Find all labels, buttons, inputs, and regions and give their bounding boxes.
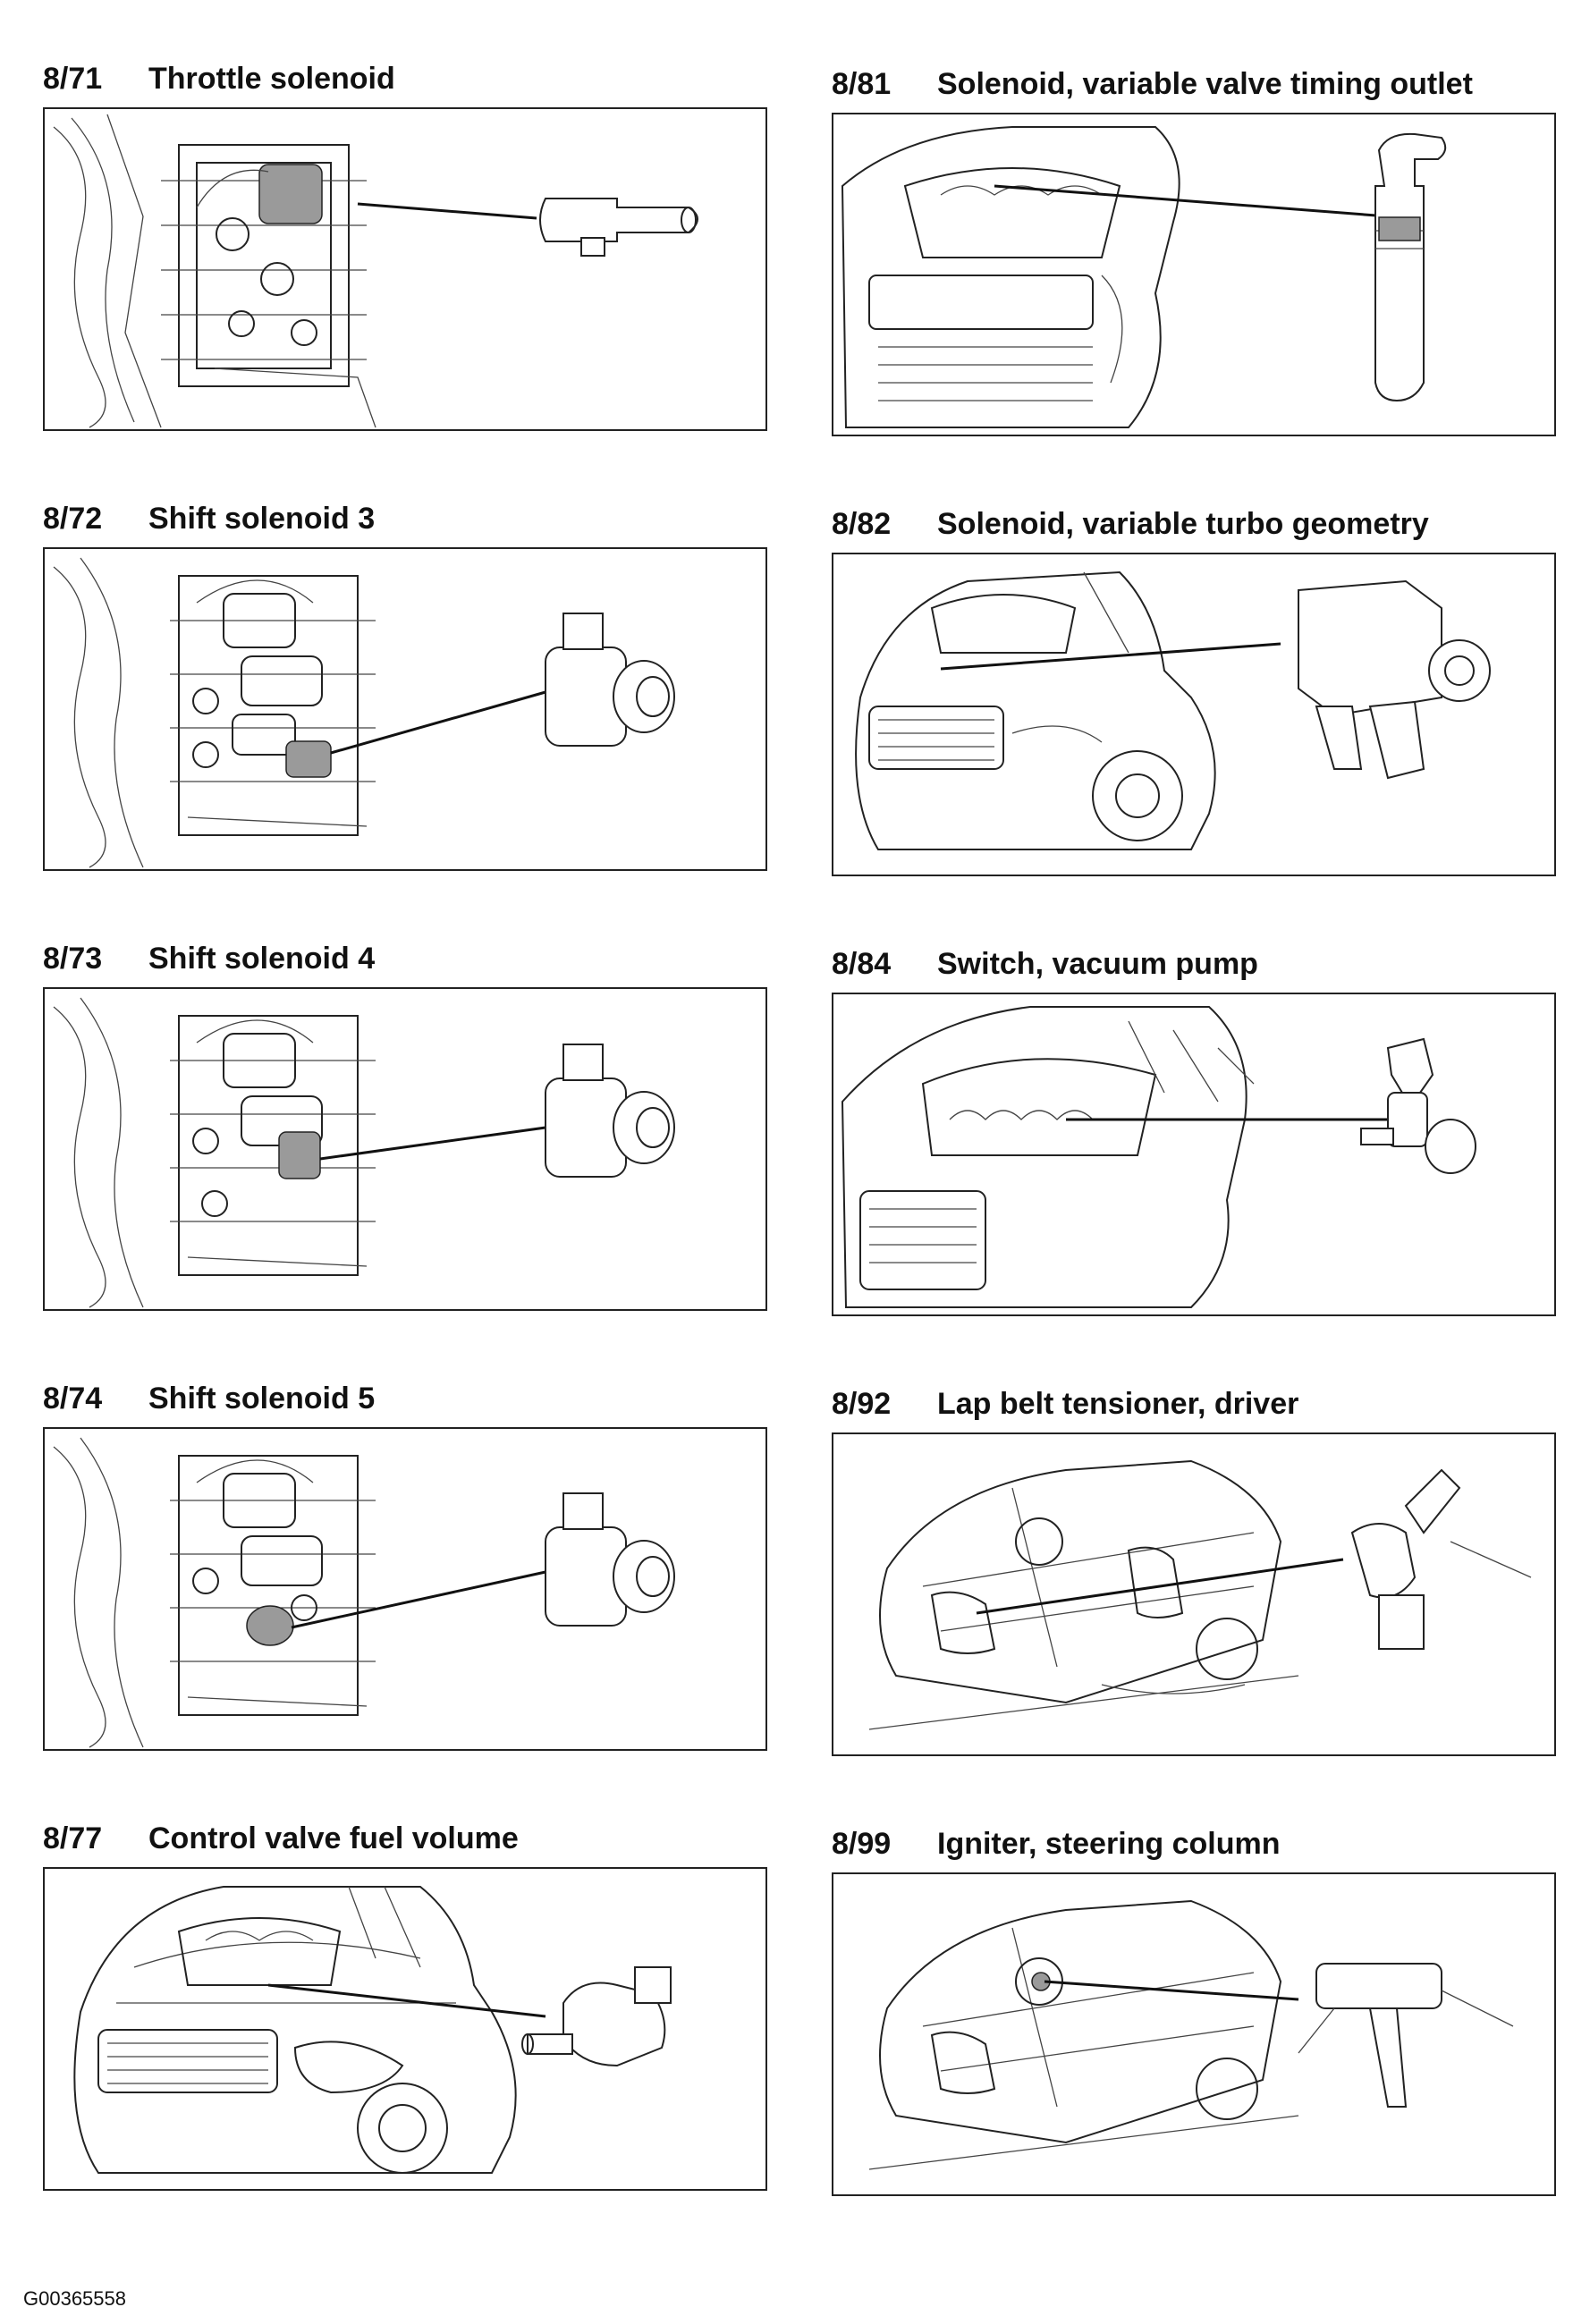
component-illustration (832, 1432, 1556, 1756)
panel-title: 8/82 Solenoid, variable turbo geometry (832, 506, 1429, 542)
panel-title: 8/72 Shift solenoid 3 (43, 501, 375, 537)
panel-code: 8/92 (832, 1387, 892, 1421)
panel-code: 8/77 (43, 1821, 103, 1855)
car-engine-bay-drawing (73, 1886, 672, 2174)
valve-body-drawing (53, 997, 675, 1308)
panel-code: 8/72 (43, 502, 103, 536)
panel-label: Switch, vacuum pump (937, 947, 1258, 981)
panel-code: 8/82 (832, 507, 892, 541)
figure-code: G00365558 (23, 2287, 126, 2310)
valve-body-drawing (53, 1437, 675, 1748)
panel-title: 8/77 Control valve fuel volume (43, 1821, 519, 1856)
panel-title: 8/81 Solenoid, variable valve timing outl… (832, 66, 1473, 102)
panel-label: Throttle solenoid (148, 62, 395, 96)
valve-body-drawing (53, 114, 698, 428)
component-illustration (43, 1867, 767, 2191)
panel-code: 8/99 (832, 1827, 892, 1861)
panel-code: 8/71 (43, 62, 103, 96)
panel-label: Shift solenoid 3 (148, 502, 376, 536)
panel-title: 8/99 Igniter, steering column (832, 1826, 1281, 1862)
panel-code: 8/74 (43, 1382, 103, 1416)
car-interior-drawing (868, 1459, 1532, 1730)
panel-title: 8/71 Throttle solenoid (43, 61, 395, 97)
component-illustration (43, 987, 767, 1311)
valve-body-drawing (53, 557, 675, 868)
car-interior-drawing (868, 1899, 1514, 2170)
component-illustration (832, 1872, 1556, 2196)
component-illustration (43, 107, 767, 431)
panel-title: 8/84 Switch, vacuum pump (832, 946, 1258, 982)
car-engine-bay-drawing (841, 126, 1447, 428)
component-illustration (43, 1427, 767, 1751)
panel-label: Igniter, steering column (937, 1827, 1281, 1861)
panel-label: Shift solenoid 5 (148, 1382, 376, 1416)
panel-label: Lap belt tensioner, driver (937, 1387, 1299, 1421)
panel-title: 8/73 Shift solenoid 4 (43, 941, 375, 976)
component-illustration (832, 553, 1556, 876)
panel-code: 8/73 (43, 942, 103, 976)
panel-label: Control valve fuel volume (148, 1821, 519, 1855)
component-illustration (832, 113, 1556, 436)
panel-title: 8/74 Shift solenoid 5 (43, 1381, 375, 1416)
car-engine-bay-drawing (855, 570, 1491, 850)
component-illustration (43, 547, 767, 871)
car-engine-bay-drawing (841, 1006, 1476, 1308)
panel-label: Solenoid, variable turbo geometry (937, 507, 1429, 541)
panel-code: 8/81 (832, 67, 892, 101)
panel-label: Solenoid, variable valve timing outlet (937, 67, 1473, 101)
panel-code: 8/84 (832, 947, 892, 981)
component-illustration (832, 993, 1556, 1316)
panel-label: Shift solenoid 4 (148, 942, 376, 976)
panel-title: 8/92 Lap belt tensioner, driver (832, 1386, 1298, 1422)
